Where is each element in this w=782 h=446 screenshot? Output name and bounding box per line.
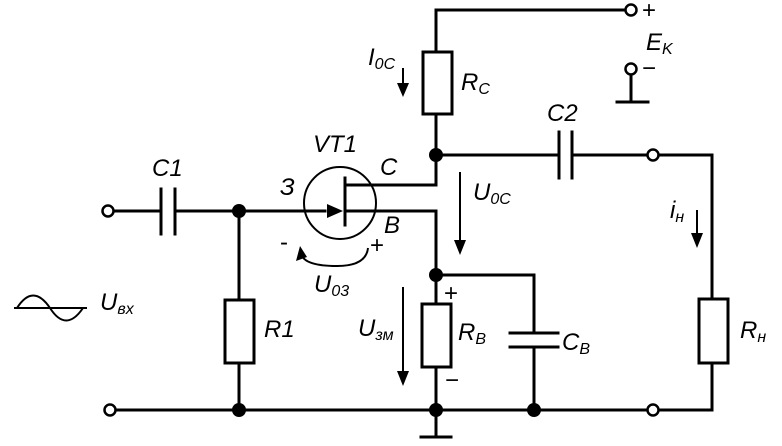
sine-source-icon — [14, 294, 87, 322]
input-ground-terminal — [103, 403, 117, 417]
ek-plus-terminal — [624, 3, 638, 17]
ek-plus-sign: + — [642, 0, 656, 24]
i0c-arrow — [397, 68, 409, 97]
rc-resistor — [421, 50, 454, 116]
c1-label: C1 — [152, 155, 183, 182]
uzm-label: Uзм — [358, 315, 394, 344]
ek-label: EK — [646, 29, 674, 58]
uvx-label: Uвх — [100, 289, 135, 318]
r1-label: R1 — [264, 316, 295, 343]
input-terminal — [101, 204, 115, 218]
u03-minus-sign: - — [280, 229, 288, 256]
in-arrow — [691, 210, 703, 248]
u03-arrow — [296, 246, 369, 268]
rc-label: RC — [461, 69, 490, 98]
rb-plus-sign: + — [444, 280, 458, 307]
r1-resistor — [223, 298, 256, 365]
ek-minus-terminal — [624, 62, 638, 76]
rb-ground-junction — [429, 403, 443, 417]
cb-label: CB — [562, 329, 590, 358]
vt1-source-arrow — [327, 204, 343, 218]
u03-label: U03 — [314, 271, 349, 300]
in-label: iн — [670, 197, 684, 226]
rb-resistor — [420, 302, 453, 369]
rb-minus-sign: − — [445, 367, 459, 394]
u0c-arrow — [454, 172, 466, 255]
r1-ground-junction — [232, 403, 246, 417]
output-terminal — [646, 148, 660, 162]
drain-label: C — [380, 154, 398, 181]
rn-resistor — [697, 297, 730, 365]
c2-label: C2 — [547, 100, 578, 127]
uzm-arrow — [397, 287, 409, 386]
i0c-label: I0C — [368, 44, 396, 73]
rn-label: Rн — [740, 317, 766, 346]
ek-minus-sign: − — [642, 55, 656, 82]
cb-ground-junction — [527, 403, 541, 417]
source-label: З — [280, 174, 295, 201]
drain-junction — [429, 148, 443, 162]
rb-label: RB — [458, 319, 486, 348]
gate-label: B — [384, 212, 400, 239]
vt1-circle — [303, 166, 377, 240]
output-ground-terminal — [646, 403, 660, 417]
vt1-label: VT1 — [313, 131, 357, 158]
u03-plus-sign: + — [370, 232, 384, 259]
source-junction — [232, 204, 246, 218]
u0c-label: U0C — [473, 179, 511, 208]
rb-junction — [429, 268, 443, 282]
